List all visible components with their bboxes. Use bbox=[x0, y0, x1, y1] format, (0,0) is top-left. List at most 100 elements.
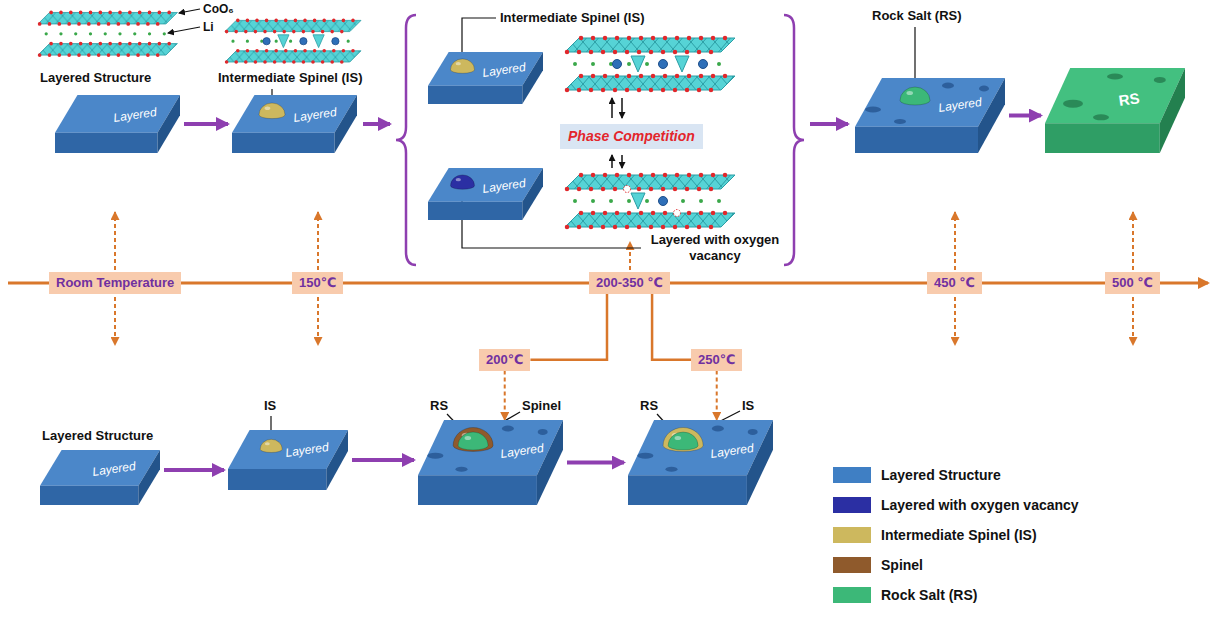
surface-hole bbox=[979, 86, 989, 92]
block-side bbox=[747, 420, 773, 505]
phase-shell bbox=[453, 428, 493, 452]
connector-arrow bbox=[1009, 114, 1041, 118]
figure-path bbox=[1132, 297, 1134, 345]
block-front bbox=[1045, 123, 1160, 153]
temperature-text: 500 ℃ bbox=[1112, 275, 1153, 290]
legend-swatch bbox=[833, 527, 871, 543]
surface-hole bbox=[748, 429, 758, 435]
temperature-text: Room Temperature bbox=[56, 275, 174, 290]
phase-dome bbox=[451, 175, 475, 189]
temperature-box: 250℃ bbox=[691, 349, 742, 371]
figure-path bbox=[954, 297, 956, 345]
rock-salt-block: RS bbox=[1045, 68, 1185, 153]
legend-swatch bbox=[833, 557, 871, 573]
block-front bbox=[232, 133, 335, 153]
layered-block: Layered bbox=[40, 450, 160, 505]
figure-path bbox=[611, 155, 613, 168]
legend-swatch bbox=[833, 467, 871, 483]
leader-line bbox=[168, 9, 915, 436]
block-shape bbox=[1045, 68, 1185, 153]
temperature-box: Room Temperature bbox=[49, 272, 181, 294]
surface-hole bbox=[538, 429, 548, 435]
dome-highlight bbox=[265, 442, 270, 445]
block-front bbox=[855, 127, 978, 153]
block-side bbox=[158, 95, 181, 153]
block-shape bbox=[228, 430, 348, 490]
block-front bbox=[40, 486, 138, 505]
legend-swatch bbox=[833, 497, 871, 513]
temperature-box: 150℃ bbox=[292, 272, 343, 294]
layered-block: Layered bbox=[428, 168, 543, 220]
figure-path bbox=[462, 18, 496, 57]
phase-dome bbox=[458, 432, 488, 450]
dome-highlight bbox=[456, 178, 461, 181]
surface-hole bbox=[456, 467, 468, 472]
surface-hole bbox=[712, 426, 724, 432]
block-side bbox=[138, 450, 160, 505]
layered-block: Layered bbox=[628, 420, 773, 505]
crystal-structure bbox=[38, 12, 735, 227]
callout-label: IS bbox=[264, 398, 276, 414]
block-shape bbox=[55, 95, 180, 153]
block-front bbox=[428, 86, 522, 104]
temperature-text: 200℃ bbox=[486, 352, 523, 367]
block-front bbox=[418, 475, 537, 505]
figure-path bbox=[317, 212, 319, 270]
temperature-text: 200-350 ℃ bbox=[596, 275, 663, 290]
surface-hole bbox=[427, 453, 443, 459]
block-shape bbox=[418, 420, 563, 505]
legend-row: Intermediate Spinel (IS) bbox=[833, 524, 1037, 546]
callout-label: Li bbox=[203, 20, 214, 34]
legend-row: Layered with oxygen vacancy bbox=[833, 494, 1079, 516]
layered-block: Layered bbox=[232, 95, 357, 153]
connector-arrow bbox=[504, 371, 506, 420]
figure-use bbox=[225, 20, 361, 62]
phase-dome bbox=[260, 439, 282, 452]
block-front bbox=[55, 133, 158, 153]
legend-row: Spinel bbox=[833, 554, 923, 576]
figure-path bbox=[114, 212, 116, 270]
curly-bracket bbox=[396, 15, 804, 265]
legend-row: Rock Salt (RS) bbox=[833, 584, 977, 606]
figure-path bbox=[611, 98, 613, 118]
figure-path bbox=[810, 122, 848, 126]
block-front bbox=[228, 469, 326, 490]
temperature-text: 250℃ bbox=[698, 352, 735, 367]
dotted-arrow bbox=[115, 212, 1133, 345]
figure-path bbox=[954, 212, 956, 270]
figure-path bbox=[114, 297, 116, 345]
block-side bbox=[978, 78, 1005, 153]
surface-hole bbox=[894, 119, 906, 124]
figure-path bbox=[179, 9, 200, 13]
block-shape bbox=[40, 450, 160, 505]
connector-arrow bbox=[652, 294, 691, 360]
legend-text: Rock Salt (RS) bbox=[881, 587, 977, 603]
connector-arrow bbox=[530, 294, 607, 360]
dome-highlight bbox=[906, 91, 913, 95]
callout-label: Layered Structure bbox=[40, 70, 151, 86]
block-shape bbox=[855, 78, 1005, 153]
callout-label: Intermediate Spinel (IS) bbox=[218, 70, 362, 86]
temperature-box: 200-350 ℃ bbox=[589, 272, 670, 294]
legend-text: Layered with oxygen vacancy bbox=[881, 497, 1079, 513]
legend-text: Layered Structure bbox=[881, 467, 1001, 483]
figure-use bbox=[565, 175, 735, 227]
connector-arrow bbox=[164, 468, 224, 472]
block-shape bbox=[232, 95, 357, 153]
figure-use bbox=[38, 12, 177, 55]
figure-use bbox=[613, 56, 708, 72]
figure-use bbox=[565, 38, 735, 90]
callout-label: RS bbox=[640, 398, 658, 414]
block-front bbox=[628, 475, 747, 505]
block-side bbox=[522, 168, 543, 220]
figure-use bbox=[624, 186, 681, 217]
surface-hole bbox=[865, 107, 881, 113]
callout-label: Spinel bbox=[522, 398, 561, 414]
layered-block: Layered bbox=[428, 52, 543, 104]
figure-path bbox=[914, 27, 915, 85]
legend-row: Layered Structure bbox=[833, 464, 1001, 486]
surface-hole bbox=[1063, 100, 1083, 108]
dome-highlight bbox=[265, 106, 271, 110]
temperature-text: 150℃ bbox=[299, 275, 336, 290]
